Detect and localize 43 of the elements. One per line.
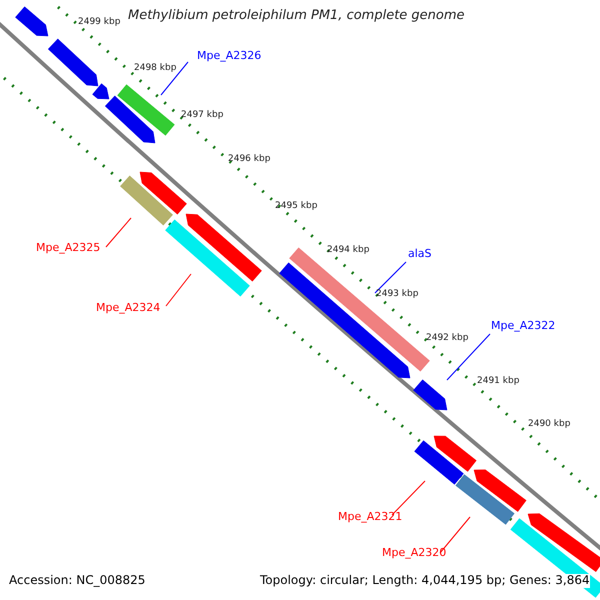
scale-label: 2495 kbp (275, 201, 318, 212)
gene-feature (104, 96, 156, 144)
scale-label: 2492 kbp (426, 333, 468, 344)
gene-label: alaS (408, 248, 432, 261)
scale-label: 2493 kbp (376, 289, 418, 300)
gene-feature (140, 172, 187, 215)
leader-line (446, 334, 490, 380)
gene-label: Mpe_A2321 (338, 511, 402, 524)
gene-bar (455, 474, 515, 525)
scale-label: 2490 kbp (528, 419, 570, 430)
gene-feature (413, 379, 448, 410)
gene-feature (474, 470, 526, 512)
gene-feature (15, 6, 48, 36)
leader-line (440, 516, 470, 554)
gene-feature (48, 38, 98, 86)
gene-feature (186, 214, 262, 282)
scale-label: 2496 kbp (228, 154, 270, 164)
gene-bar (120, 176, 173, 226)
gene-label: Mpe_A2322 (491, 320, 556, 333)
gene-label: Mpe_A2326 (197, 50, 262, 63)
leader-line (166, 274, 192, 306)
gene-label: Mpe_A2325 (36, 242, 100, 255)
scale-label: 2491 kbp (477, 376, 520, 386)
gene-bar (117, 84, 175, 136)
leader-line (374, 262, 406, 294)
leader-line (160, 62, 188, 96)
leader-line (392, 480, 426, 516)
leader-line (106, 218, 132, 248)
scale-label: 2494 kbp (327, 245, 370, 256)
scale-label: 2499 kbp (78, 17, 120, 28)
gene-feature (92, 83, 110, 100)
scale-label: 2497 kbp (181, 110, 224, 120)
gene-feature (434, 436, 477, 472)
scale-label: 2498 kbp (134, 63, 176, 74)
gene-label: Mpe_A2324 (96, 302, 160, 315)
footer-text: Topology: circular; Length: 4,044,195 bp; Genes: 3,864 (260, 574, 590, 588)
title: Methylibium petroleiphilum PM1, complete genome (128, 9, 465, 24)
gene-feature (528, 513, 600, 572)
gene-bar (165, 219, 250, 297)
gene-bar (414, 440, 464, 485)
footer-text: Accession: NC_008825 (9, 574, 146, 588)
gene-bar (510, 518, 600, 598)
gene-label: Mpe_A2320 (382, 547, 446, 560)
